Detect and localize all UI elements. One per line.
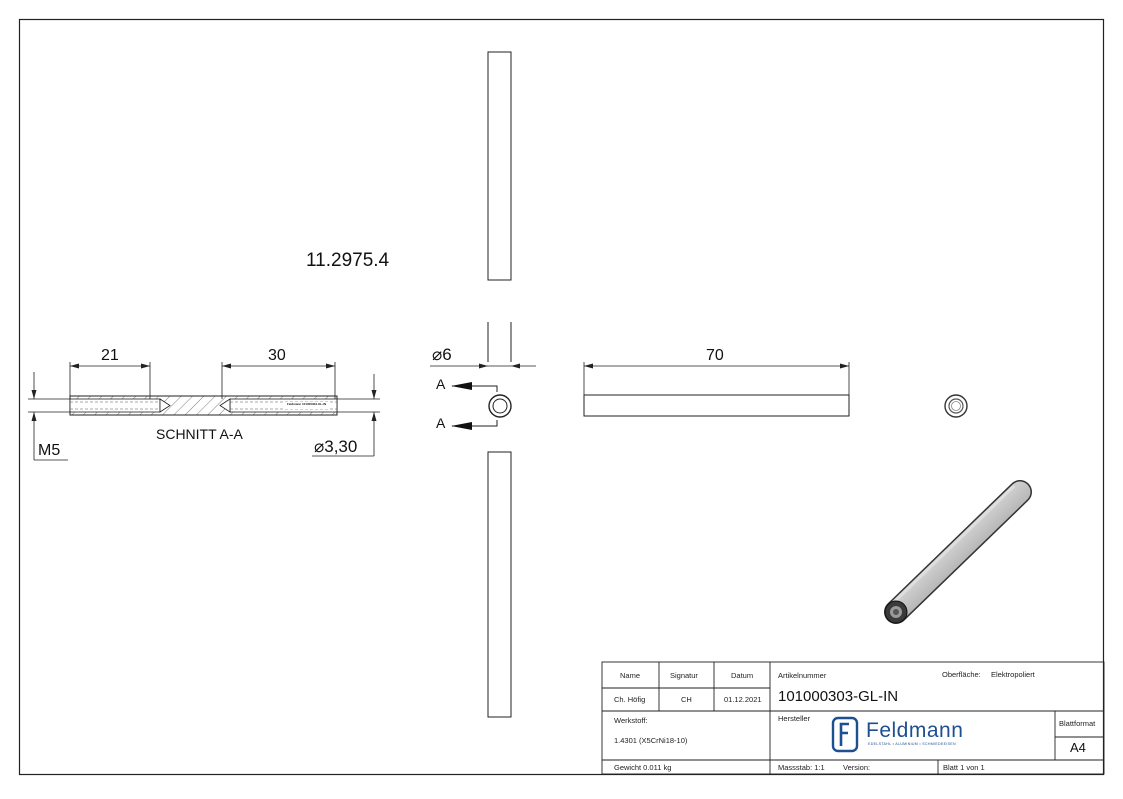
header-signatur: Signatur [670, 671, 698, 680]
row-signatur: CH [681, 695, 692, 704]
diameter-symbol-icon: ⌀ [314, 437, 325, 456]
hersteller-label: Hersteller [778, 714, 811, 723]
bore-diameter-value: 3,30 [324, 437, 358, 456]
row-name: Ch. Höfig [614, 695, 646, 704]
massstab-text: Massstab: 1:1 [778, 763, 825, 772]
blattformat-value: A4 [1070, 740, 1086, 755]
blatt-text: Blatt 1 von 1 [943, 763, 985, 772]
end-view [944, 394, 968, 418]
feldmann-logo-mark [831, 716, 859, 753]
header-datum: Datum [731, 671, 754, 680]
thread-bore [69, 398, 161, 413]
thread-spec: M5 [38, 442, 61, 459]
logo-tagline: EDELSTAHL • ALUMINIUM • SCHMIEDEEISEN [868, 742, 956, 746]
iso-rod [884, 480, 1032, 624]
rod-end-circle [488, 394, 512, 418]
version-text: Version: [843, 763, 871, 772]
werkstoff-value: 1.4301 (X5CrNi18-10) [614, 736, 688, 745]
diameter-symbol-icon: ⌀ [432, 345, 443, 364]
gewicht-text: Gewicht 0.011 kg [614, 763, 672, 772]
dim-thread-length: 21 [101, 347, 119, 364]
oberflaeche-value: Elektropoliert [991, 670, 1035, 679]
part-code: 11.2975.4 [306, 250, 390, 271]
section-marker-top: A [436, 376, 446, 392]
blattformat-label: Blattformat [1059, 719, 1096, 728]
drill-tip-left [159, 398, 171, 413]
logo-name: Feldmann [866, 719, 964, 742]
dim-length: 70 [706, 347, 724, 364]
artikelnummer-label: Artikelnummer [778, 671, 827, 680]
engraving-text: Feldmann 101000303-GL-IN [287, 402, 327, 406]
werkstoff-label: Werkstoff: [614, 716, 648, 725]
rod-horizontal [583, 394, 850, 417]
rod-lower [487, 451, 512, 718]
section-view [28, 362, 380, 461]
oberflaeche-label: Oberfläche: [942, 670, 981, 679]
front-diameter-value: 6 [442, 345, 452, 364]
header-name: Name [620, 671, 641, 680]
row-datum: 01.12.2021 [724, 695, 762, 704]
rod-upper [487, 51, 512, 281]
section-caption: SCHNITT A-A [156, 426, 243, 442]
front-view [430, 51, 536, 718]
sheet-border [18, 18, 1105, 776]
side-view [583, 362, 850, 417]
title-block [601, 661, 1105, 775]
bore-diameter-label: ⌀3,30 [314, 437, 357, 457]
dim-bore-length: 30 [268, 347, 286, 364]
drill-tip-right [219, 398, 231, 413]
front-diameter-label: ⌀6 [432, 345, 452, 365]
artikelnummer-value: 101000303-GL-IN [778, 688, 899, 705]
section-marker-bottom: A [436, 415, 446, 431]
